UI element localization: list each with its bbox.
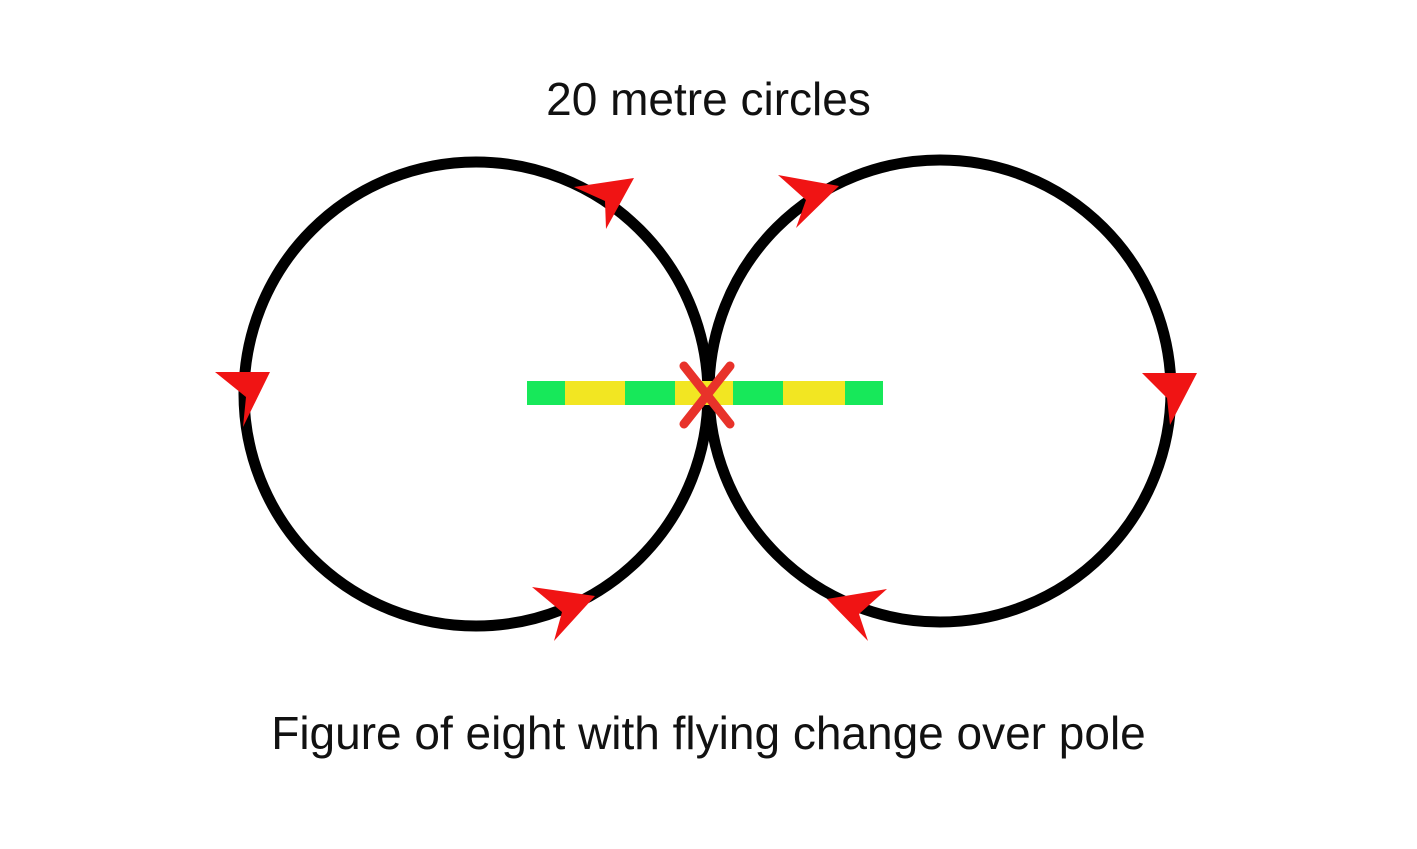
pole-segment-green: [845, 381, 883, 405]
direction-arrow-right-top: [778, 175, 839, 228]
pole-segment-yellow: [783, 381, 845, 405]
pole-segment-green: [733, 381, 783, 405]
direction-arrow-left-side: [215, 372, 270, 427]
cross-stroke-2: [679, 361, 735, 429]
diagram-caption: Figure of eight with flying change over …: [271, 707, 1146, 759]
pole-segment-yellow: [565, 381, 625, 405]
pole-segment-green: [527, 381, 565, 405]
direction-arrows: [215, 175, 1197, 641]
direction-arrow-left-top: [574, 178, 634, 229]
flying-change-cross-marker: [679, 361, 735, 429]
direction-arrow-right-side: [1142, 373, 1197, 425]
ground-pole: [527, 381, 883, 405]
direction-arrow-left-bottom: [532, 587, 595, 641]
direction-arrow-right-bottom: [827, 589, 887, 641]
diagram-title: 20 metre circles: [546, 73, 871, 125]
pole-segment-green: [625, 381, 675, 405]
